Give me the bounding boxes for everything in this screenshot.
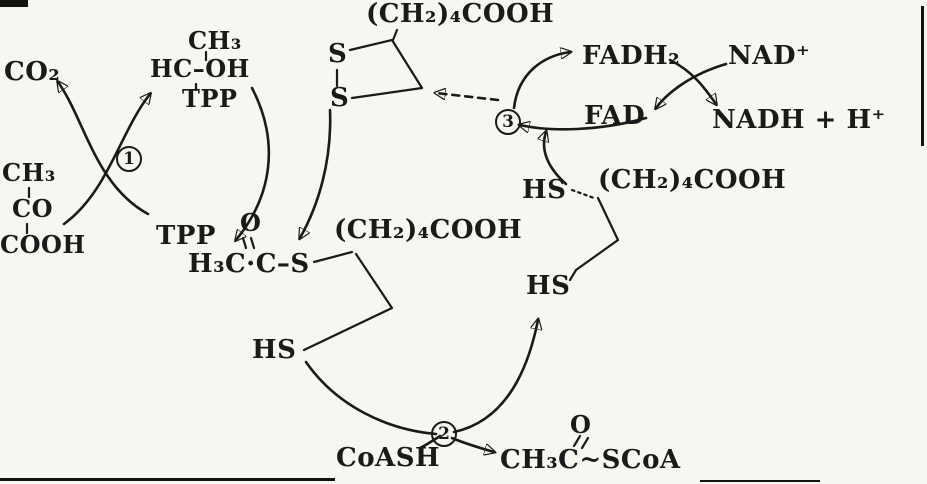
ring-edge-2 xyxy=(390,38,424,90)
bond-acetyl-co-2 xyxy=(249,236,256,250)
acetylcoa-oxygen: O xyxy=(570,410,592,439)
arrow-acetylcoa-out xyxy=(450,436,494,452)
mid-side-chain: (CH₂)₄COOH xyxy=(334,215,523,245)
bond-acetyl-co-1 xyxy=(241,236,248,250)
step2-badge: 2 xyxy=(431,421,457,447)
arrow-pyruvate-to-het xyxy=(62,94,150,226)
arrow-ring-to-acetyl xyxy=(300,108,332,238)
arrow-dihydro-to-step3 xyxy=(544,132,568,186)
het-hcoh: HC–OH xyxy=(150,54,250,83)
arrow-to-co2 xyxy=(58,82,150,216)
arrow-to-fadh2 xyxy=(512,52,570,110)
scan-artifact xyxy=(700,480,820,482)
ring-sulfur-lower: S xyxy=(330,83,350,113)
ring-side-chain: (CH₂)₄COOH xyxy=(366,0,555,29)
coash-label: CoASH xyxy=(336,443,441,473)
pyruvate-co: CO xyxy=(12,194,54,223)
ring-edge-3 xyxy=(350,86,424,100)
tpp-label: TPP xyxy=(156,221,216,251)
bond-ring-sidechain xyxy=(391,28,399,42)
pyruvate-ch3: CH₃ xyxy=(2,158,56,187)
bond-s-chain xyxy=(312,250,354,264)
fadh2-label: FADH₂ xyxy=(582,41,681,71)
pyruvate-cooh: COOH xyxy=(0,230,86,259)
arrow-to-tpp xyxy=(236,86,271,240)
arrow-step2-to-right-hs xyxy=(452,320,538,434)
bond-acoa-co-1 xyxy=(572,434,582,448)
mid-hs: HS xyxy=(252,335,297,365)
arrow-mid-hs-to-step2 xyxy=(304,360,438,436)
acetyl-oxygen: O xyxy=(240,208,262,237)
nadh-label: NADH + H⁺ xyxy=(712,105,886,135)
arrow-regenerate-ring xyxy=(436,93,500,102)
het-ch3: CH₃ xyxy=(188,26,242,55)
het-tpp: TPP xyxy=(182,84,238,113)
step1-badge: 1 xyxy=(116,146,142,172)
nad-label: NAD⁺ xyxy=(728,41,811,71)
ring-edge-1 xyxy=(348,38,394,52)
scan-artifact xyxy=(0,0,28,7)
right-chain-zigzag xyxy=(568,196,620,282)
right-hs-lower: HS xyxy=(526,271,571,301)
bond-hs-dotted xyxy=(570,188,596,200)
scan-artifact xyxy=(921,6,924,146)
co2-label: CO₂ xyxy=(4,57,61,87)
right-side-chain: (CH₂)₄COOH xyxy=(598,165,787,195)
acetyl-group: H₃C·C–S xyxy=(188,249,310,279)
step3-badge: 3 xyxy=(495,109,521,135)
fad-label: FAD xyxy=(584,101,646,131)
arrow-fad-to-step3 xyxy=(520,116,648,129)
ring-sulfur-upper: S xyxy=(328,39,348,69)
right-hs-upper: HS xyxy=(522,175,567,205)
bond-acoa-co-2 xyxy=(580,436,590,450)
acetylcoa-label: CH₃C~SCoA xyxy=(500,445,681,475)
arrow-fadh2-to-nadh xyxy=(668,58,716,104)
arrow-nad-to-fad xyxy=(656,62,728,108)
mid-chain-zigzag xyxy=(302,252,394,352)
scan-artifact xyxy=(0,478,335,481)
